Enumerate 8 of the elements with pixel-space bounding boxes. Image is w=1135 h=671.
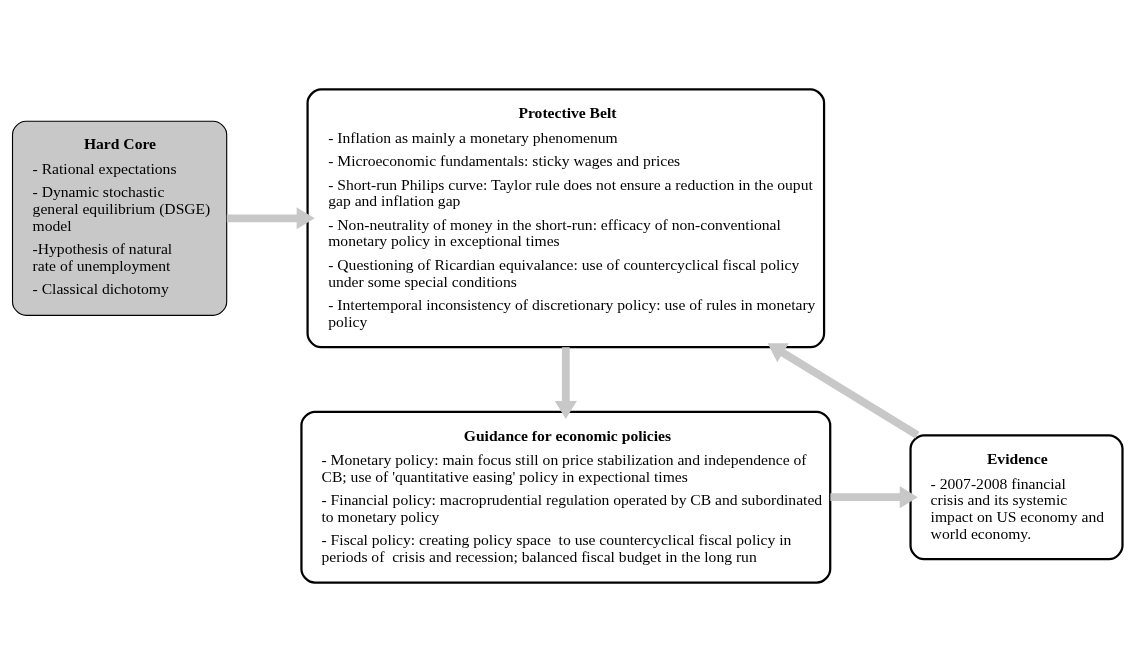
node-box: Guidance for economic policies - Monetary policy: main focus still on price stabilization and independence of CB; use of 'quantitative easing' policy in expectional times - Financial policy: macroprudential regulation operated by CB and subordinated to monetary policy - Fiscal policy: creating policy space to use countercyclical fiscal policy in periods of crisis and recession; balanced fiscal budget in the long run (300, 410, 832, 584)
node-box: Hard Core - Rational expectations - Dynamic stochastic general equilibrium (DSGE) model -Hypothesis of natural rate of unemployment - Classical dichotomy (11, 120, 228, 316)
arrow (554, 346, 577, 419)
arrow (830, 485, 918, 508)
node-box: Evidence - 2007-2008 financial crisis and its systemic impact on US economy and world economy. (909, 433, 1124, 560)
arrow (767, 342, 920, 439)
node-box: Protective Belt - Inflation as mainly a monetary phenomenum - Microeconomic fundamentals: sticky wages and prices - Short-run Philips curve: Taylor rule does not ensure a reduction in the ouput gap and inflation gap - Non-neutrality of money in the short-run: efficacy of non-conventional monetary policy in exceptional times - Questioning of Ricardian equivalance: use of countercyclical fiscal policy under some special conditions - Intertemporal inconsistency of discretionary policy: use of rules in monetary policy (306, 87, 826, 348)
arrow (226, 206, 315, 229)
